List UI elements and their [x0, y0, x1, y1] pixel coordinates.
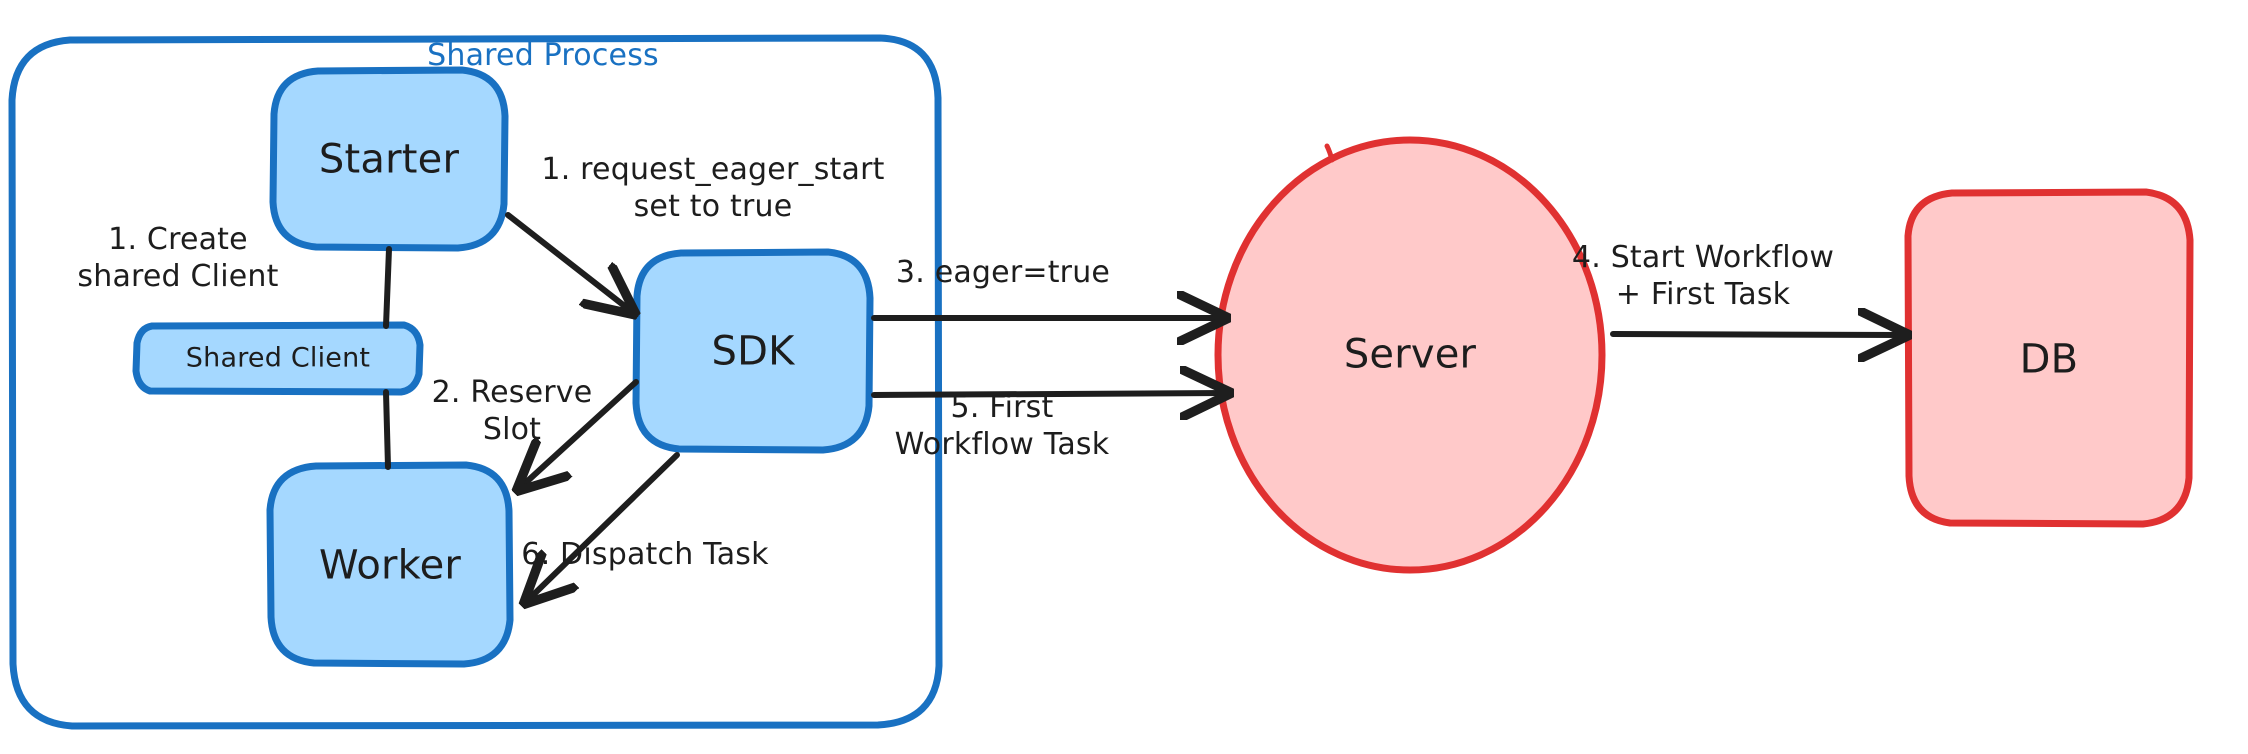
- node-label-worker: Worker: [318, 542, 462, 589]
- edge-sdk-worker-reserve: [521, 379, 639, 487]
- edge-label-reserve-slot: 2. Reserve Slot: [431, 375, 593, 447]
- group-shared-process: [8, 34, 943, 730]
- node-db[interactable]: [1904, 188, 2194, 528]
- edge-server-db: [1610, 334, 1903, 335]
- edge-sdk-worker-dispatch: [528, 452, 680, 600]
- node-worker[interactable]: [266, 461, 514, 668]
- edge-starter-sdk: [505, 212, 631, 311]
- node-label-server: Server: [1343, 331, 1477, 378]
- edge-label-first-workflow-task: 5. First Workflow Task: [894, 390, 1110, 462]
- edge-label-create-shared-client: 1. Create shared Client: [77, 222, 279, 294]
- node-shared-client[interactable]: [132, 321, 424, 396]
- node-server[interactable]: [1214, 136, 1606, 574]
- group-label-shared-process: Shared Process: [427, 38, 659, 73]
- edge-label-request-eager-start: 1. request_eager_start set to true: [541, 152, 885, 224]
- edge-label-eager-true: 3. eager=true: [895, 255, 1111, 290]
- node-label-sdk: SDK: [711, 328, 795, 375]
- edge-starter-shared-client: [383, 246, 392, 329]
- edge-label-dispatch-task: 6. Dispatch Task: [521, 537, 769, 572]
- edge-label-start-workflow-first-task: 4. Start Workflow + First Task: [1571, 240, 1835, 312]
- edge-sdk-server-first-task: [871, 393, 1225, 395]
- node-label-starter: Starter: [318, 136, 460, 183]
- edge-shared-client-worker: [383, 389, 391, 470]
- node-label-shared-client: Shared Client: [185, 342, 371, 374]
- node-starter[interactable]: [269, 66, 509, 252]
- node-label-db: DB: [2019, 336, 2079, 383]
